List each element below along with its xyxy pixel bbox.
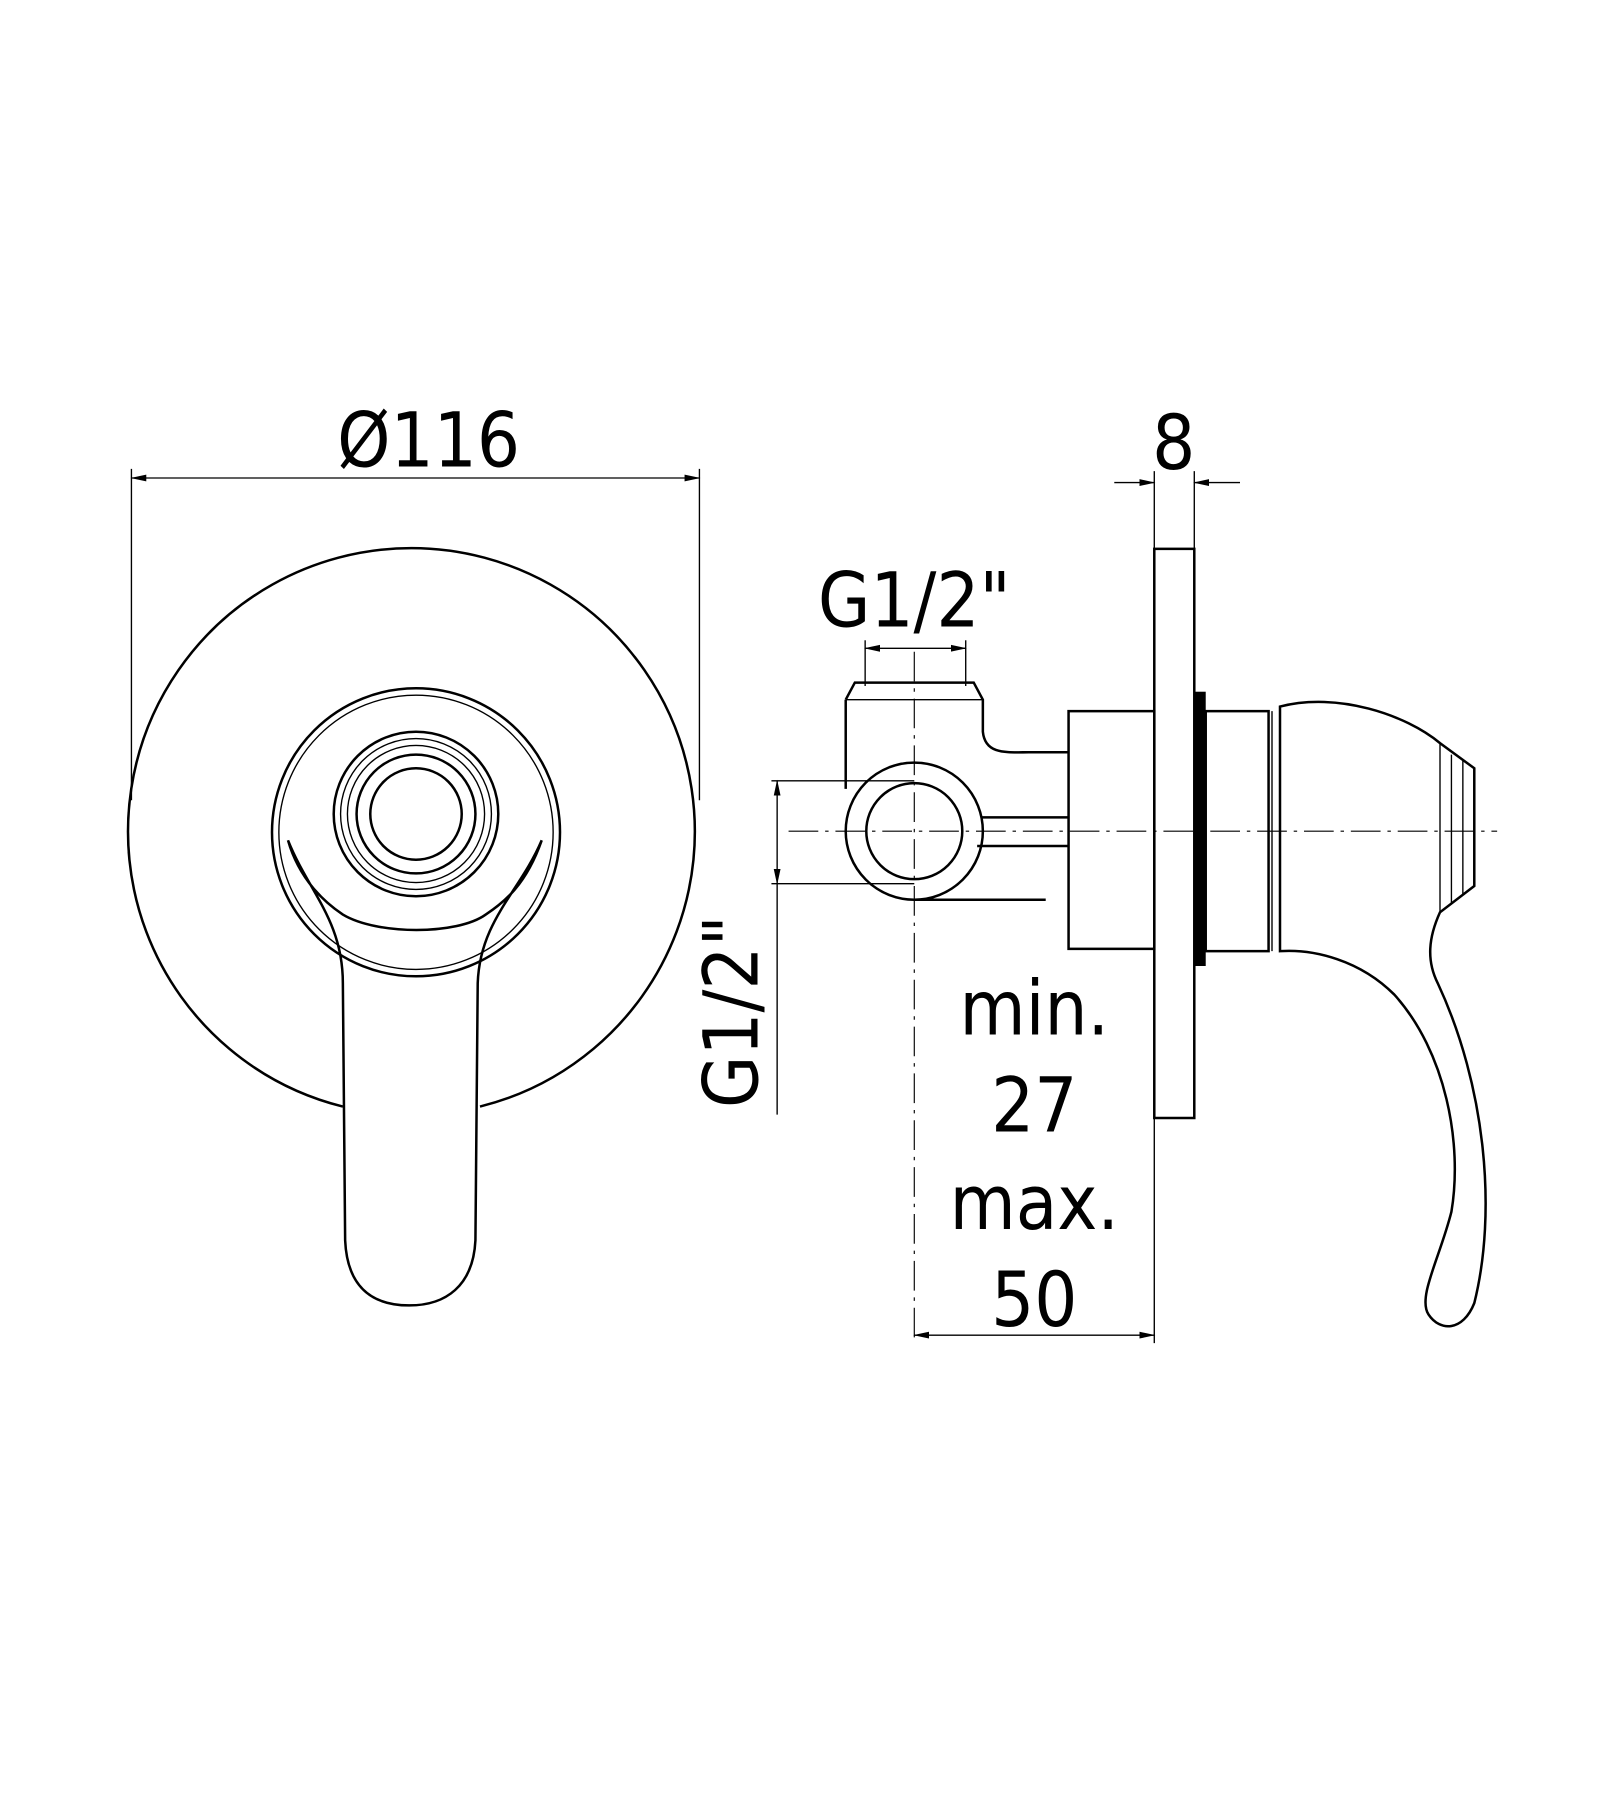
diameter-label: Ø116 [337, 397, 520, 485]
depth-max-label: max. [950, 1159, 1119, 1247]
cartridge-cap [332, 730, 500, 898]
inlet-thread-label: G1/2" [688, 915, 776, 1108]
bonnet [1204, 709, 1270, 953]
depth-max-value: 50 [991, 1256, 1077, 1344]
depth-min-value: 27 [991, 1062, 1077, 1150]
diameter-dimension [130, 468, 701, 801]
trim-ring-outer [270, 687, 562, 978]
front-view: Ø116 [126, 397, 701, 1307]
depth-dimension [913, 1117, 1156, 1344]
plate-thickness-label: 8 [1152, 399, 1195, 487]
side-view: 8 G1/2" G1/2" [688, 399, 1498, 1344]
outlet-thread-dimension [864, 640, 967, 686]
cover-plate [126, 546, 697, 1108]
elbow-fitting [844, 681, 1069, 901]
lever-side [1278, 700, 1487, 1328]
outlet-thread-label: G1/2" [818, 557, 1011, 645]
trim-ring-inner [278, 694, 554, 971]
wall-plate [1153, 547, 1196, 1120]
depth-min-label: min. [960, 965, 1110, 1053]
plate-thickness-dimension [1114, 471, 1240, 549]
lever-handle [286, 839, 543, 1307]
valve-body [1067, 709, 1156, 951]
inlet-thread-dimension [771, 779, 915, 1115]
lever-cap-ridges [1439, 743, 1464, 913]
gasket [1194, 691, 1206, 966]
